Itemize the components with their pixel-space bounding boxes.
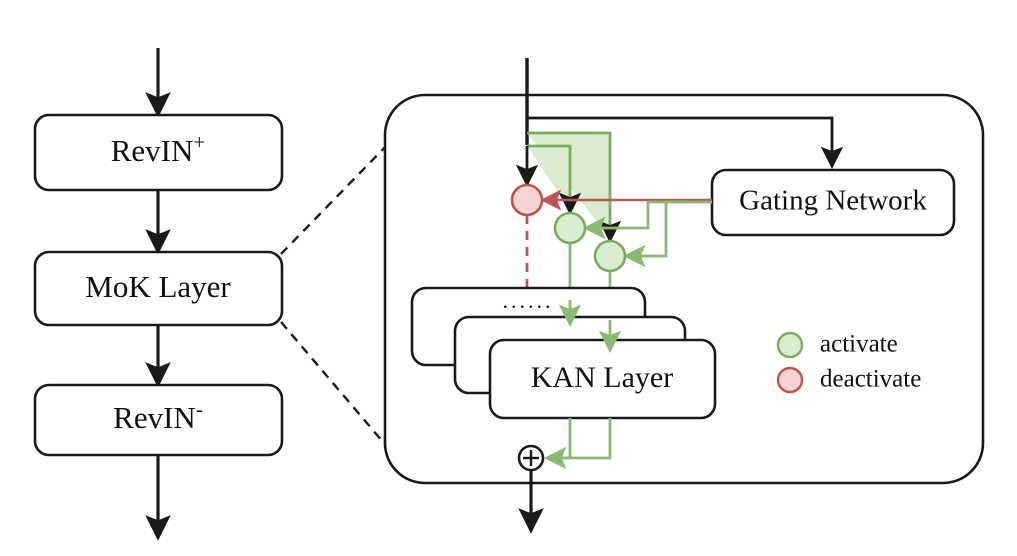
zoom-connectors: [280, 139, 401, 463]
branch-to-gating-network: [527, 116, 844, 170]
gate-activated-1[interactable]: [553, 211, 587, 245]
legend: activate deactivate: [776, 331, 921, 394]
box-revin-plus-label: RevIN+: [111, 130, 206, 168]
box-gating-network[interactable]: Gating Network: [710, 168, 956, 237]
box-mok-layer[interactable]: MoK Layer: [33, 250, 284, 327]
revin-minus-superscript: -: [196, 397, 203, 421]
box-revin-minus[interactable]: RevIN-: [33, 383, 284, 457]
gate-deactivated[interactable]: [510, 183, 544, 217]
box-revin-plus[interactable]: RevIN+: [33, 113, 284, 192]
revin-plus-superscript: +: [193, 130, 205, 154]
pipeline-column: RevIN+ MoK Layer RevIN-: [33, 48, 284, 541]
legend-deactivate-swatch: [776, 366, 804, 394]
control-line-activate-2: [622, 200, 690, 268]
legend-activate-swatch: [776, 331, 804, 359]
box-revin-minus-label: RevIN-: [113, 397, 203, 435]
expert-box-front[interactable]: KAN Layer: [488, 338, 717, 420]
dashed-connector-bottom: [280, 321, 401, 463]
expert-box-front-label: KAN Layer: [531, 361, 673, 394]
legend-activate-label: activate: [820, 331, 898, 358]
expert-box-ellipsis: ......: [503, 288, 554, 313]
box-mok-layer-label: MoK Layer: [85, 269, 231, 304]
gate-activated-2[interactable]: [593, 239, 627, 273]
sum-node: [517, 444, 545, 472]
expert-output-2-to-sum: [560, 418, 612, 460]
box-gating-network-label: Gating Network: [739, 185, 927, 217]
detail-panel: Gating Network ...... KAN Layer: [383, 58, 985, 534]
dashed-connector-top: [280, 139, 393, 255]
legend-deactivate-label: deactivate: [820, 366, 921, 393]
